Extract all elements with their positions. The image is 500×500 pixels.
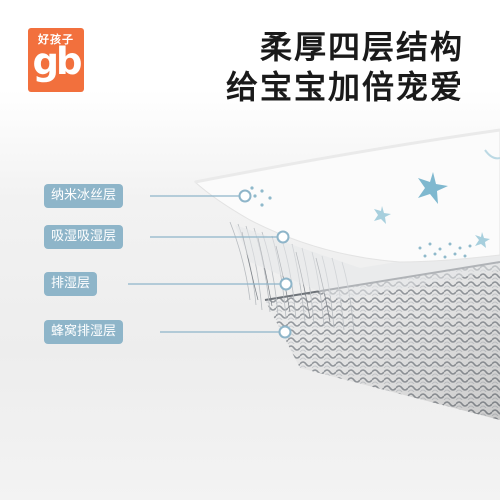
headline-line-2: 给宝宝加倍宠爱 [225, 68, 464, 106]
layer-label-absorb: 吸湿吸湿层 [44, 225, 124, 249]
layer-label-moisture-wicking: 排湿层 [44, 272, 98, 296]
callout-lines [128, 195, 282, 333]
callout-dot-1 [238, 189, 252, 203]
callout-dot-3 [279, 277, 293, 291]
layer-label-nano-ice-silk: 纳米冰丝层 [44, 184, 124, 208]
callout-dot-2 [276, 230, 290, 244]
layer-label-honeycomb: 蜂窝排湿层 [44, 320, 124, 344]
callout-dot-4 [278, 325, 292, 339]
nano-ice-silk-layer [193, 128, 500, 263]
headline-line-1: 柔厚四层结构 [259, 28, 464, 66]
callout-dots [238, 189, 293, 339]
brand-logo-top-text: 好孩子 [38, 33, 74, 46]
brand-logo-mark: gb [32, 40, 83, 83]
brand-logo: 好孩子 gb [28, 28, 84, 92]
